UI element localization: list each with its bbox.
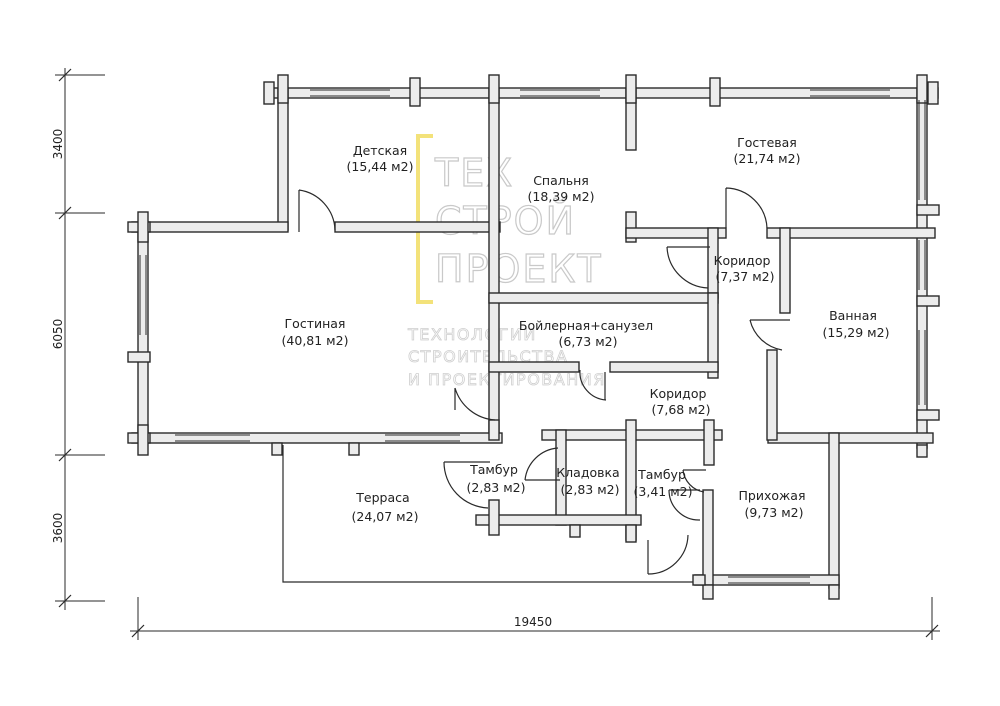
room-area: (7,37 м2) xyxy=(716,269,775,284)
watermark: ТЕХ СТРОЙ ПРОЕКТ ТЕХНОЛОГИИ СТРОИТЕЛЬСТВ… xyxy=(407,134,606,389)
room-spalnya: Спальня (18,39 м2) xyxy=(528,173,595,204)
room-area: (7,68 м2) xyxy=(652,402,711,417)
walls xyxy=(127,74,940,600)
room-gostinaya: Гостиная (40,81 м2) xyxy=(282,316,349,348)
doors xyxy=(298,187,790,575)
room-area: (18,39 м2) xyxy=(528,189,595,204)
room-area: (24,07 м2) xyxy=(352,509,419,524)
room-name: Спальня xyxy=(533,173,589,188)
room-koridor-upper: Коридор (7,37 м2) xyxy=(714,253,775,284)
windows xyxy=(139,89,926,584)
room-name: Тамбур xyxy=(637,467,686,482)
room-vannaya: Ванная (15,29 м2) xyxy=(823,308,890,340)
room-area: (9,73 м2) xyxy=(745,505,804,520)
room-name: Бойлерная+санузел xyxy=(519,318,653,333)
room-koridor-lower: Коридор (7,68 м2) xyxy=(650,386,711,417)
room-tambur-right: Тамбур (3,41 м2) xyxy=(634,467,693,499)
terrace-outline xyxy=(282,445,695,583)
room-area: (6,73 м2) xyxy=(559,334,618,349)
dimension-bottom: 3600 xyxy=(51,513,65,544)
room-name: Коридор xyxy=(650,386,707,401)
room-area: (15,44 м2) xyxy=(347,159,414,174)
watermark-bracket xyxy=(416,134,433,304)
dimension-middle: 6050 xyxy=(51,319,65,350)
watermark-line-2: СТРОЙ xyxy=(435,199,576,243)
room-name: Кладовка xyxy=(556,465,619,480)
room-boiler: Бойлерная+санузел (6,73 м2) xyxy=(519,318,653,349)
room-name: Прихожая xyxy=(739,488,806,503)
dimension-top: 3400 xyxy=(51,129,65,160)
room-area: (15,29 м2) xyxy=(823,325,890,340)
room-name: Детская xyxy=(353,143,407,158)
room-name: Гостиная xyxy=(285,316,346,331)
dimension-total-width: 19450 xyxy=(514,615,552,629)
watermark-line-1: ТЕХ xyxy=(434,151,514,195)
room-name: Гостевая xyxy=(737,135,797,150)
room-area: (2,83 м2) xyxy=(467,480,526,495)
room-kladovka: Кладовка (2,83 м2) xyxy=(556,465,619,497)
dimension-lines: 3400 6050 3600 19450 xyxy=(51,68,940,640)
room-labels: Детская (15,44 м2) Спальня (18,39 м2) Го… xyxy=(282,135,890,524)
room-gostevaya: Гостевая (21,74 м2) xyxy=(734,135,801,166)
room-detskaya: Детская (15,44 м2) xyxy=(347,143,414,174)
room-prihozhaya: Прихожая (9,73 м2) xyxy=(739,488,806,520)
watermark-tagline-1: ТЕХНОЛОГИИ xyxy=(407,325,537,344)
watermark-tagline-3: И ПРОЕКТИРОВАНИЯ xyxy=(408,370,606,389)
room-name: Терраса xyxy=(355,490,409,505)
room-name: Тамбур xyxy=(469,462,518,477)
room-area: (3,41 м2) xyxy=(634,484,693,499)
room-name: Коридор xyxy=(714,253,771,268)
room-tambur-left: Тамбур (2,83 м2) xyxy=(467,462,526,495)
room-terrasa: Терраса (24,07 м2) xyxy=(352,490,419,524)
room-area: (21,74 м2) xyxy=(734,151,801,166)
watermark-line-3: ПРОЕКТ xyxy=(435,247,603,291)
room-area: (2,83 м2) xyxy=(561,482,620,497)
room-area: (40,81 м2) xyxy=(282,333,349,348)
room-name: Ванная xyxy=(829,308,877,323)
